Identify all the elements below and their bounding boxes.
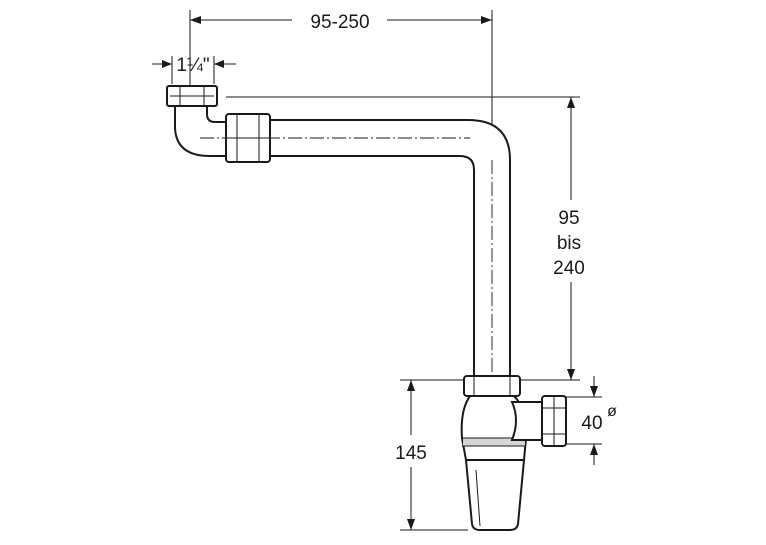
- dimension-trap-height: 145: [395, 379, 468, 531]
- extension-pipe: [269, 119, 511, 377]
- outlet-diameter-label: 40: [581, 413, 602, 434]
- trap-height-label: 145: [395, 443, 427, 464]
- outlet-diameter-symbol: ø: [607, 403, 617, 420]
- trap-cup: [464, 459, 526, 531]
- width-range-label: 95-250: [310, 12, 369, 33]
- outlet-spigot: [510, 401, 543, 441]
- dimension-width: 95-250: [189, 10, 493, 380]
- trap-top-nut: [463, 375, 521, 397]
- pipe-assembly: [166, 85, 567, 531]
- inlet-elbow: [174, 105, 227, 157]
- height-label-line1: 95: [558, 208, 579, 229]
- dimension-height: 95 bis 240: [226, 96, 585, 381]
- thread-size-label: 1¼": [176, 55, 209, 76]
- dimension-thread: 1¼": [152, 55, 236, 84]
- height-label-line3: 240: [553, 258, 585, 279]
- dimension-outlet: 40 ø: [565, 376, 617, 465]
- height-label-line2: bis: [557, 233, 581, 254]
